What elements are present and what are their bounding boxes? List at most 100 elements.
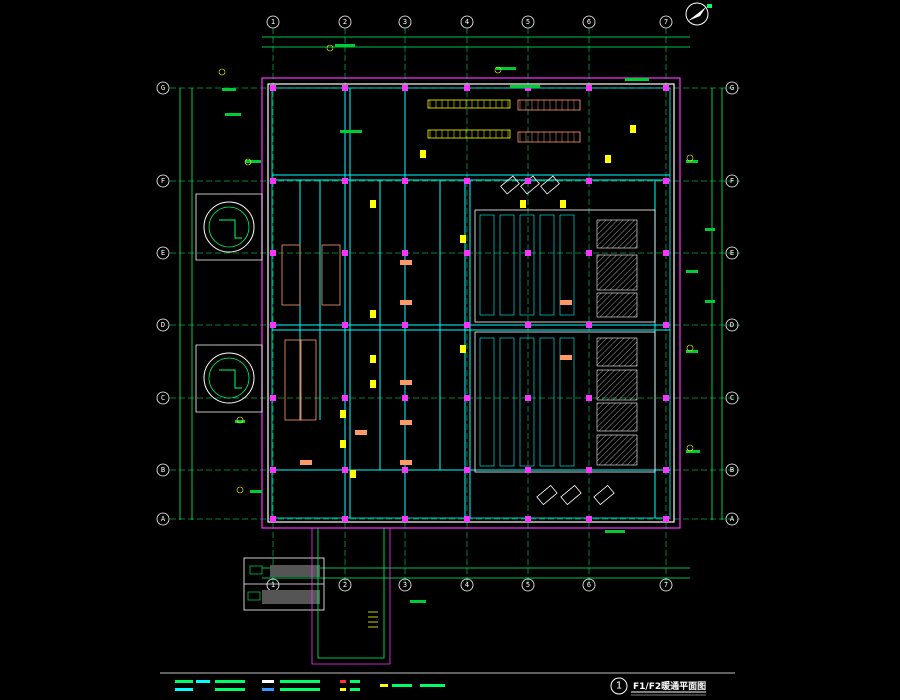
callout-bar <box>705 300 715 303</box>
equipment-tag <box>520 200 526 208</box>
column-bubble-bottom-circle <box>460 578 474 592</box>
row-bubble-left-circle <box>156 174 170 188</box>
column-bubble-top-circle <box>521 15 535 29</box>
air-handler-coil <box>559 214 575 316</box>
column-square <box>402 322 408 328</box>
column-square <box>270 395 276 401</box>
column-square <box>525 395 531 401</box>
column-square <box>402 516 408 522</box>
row-bubble-right-label: G <box>730 84 734 92</box>
column-square <box>586 178 592 184</box>
equipment-tag <box>605 155 611 163</box>
column-square <box>402 178 408 184</box>
equipment-tag <box>340 440 346 448</box>
column-square <box>402 250 408 256</box>
column-square <box>270 85 276 91</box>
air-handler-coil <box>499 337 515 467</box>
row-bubble-right-circle <box>725 81 739 95</box>
column-bubble-top-circle <box>659 15 673 29</box>
callout-bar <box>686 160 698 163</box>
row-bubble-right-circle <box>725 318 739 332</box>
column-bubble-bottom-circle <box>338 578 352 592</box>
column-square <box>663 178 669 184</box>
column-bubble-top-circle <box>460 15 474 29</box>
column-square <box>525 322 531 328</box>
callout-bar <box>705 228 715 231</box>
equipment-tag <box>630 125 636 133</box>
room-tag <box>560 355 572 360</box>
equipment-tags <box>300 125 636 478</box>
room-tag <box>400 420 412 425</box>
row-bubble-left-label: F <box>161 177 165 185</box>
equipment-tag <box>420 150 426 158</box>
callout-marker <box>686 444 694 452</box>
escalator-block <box>427 99 581 143</box>
column-bubble-bottom-label: 6 <box>587 581 591 589</box>
column-square <box>464 85 470 91</box>
hatched-equipment-panel <box>596 292 638 318</box>
column-square <box>586 250 592 256</box>
column-bubble-top-label: 3 <box>403 18 407 26</box>
row-bubble-left-label: E <box>161 249 165 257</box>
hatched-equipment-panel <box>596 219 638 249</box>
equipment-tag <box>370 310 376 318</box>
callout-text-blocks <box>218 44 715 603</box>
equipment-tag <box>370 200 376 208</box>
column-bubble-top-label: 7 <box>664 18 668 26</box>
column-square <box>464 250 470 256</box>
callout-bar <box>686 450 700 453</box>
air-handler-coil <box>479 337 495 467</box>
column-square <box>270 250 276 256</box>
column-bubble-bottom-label: 5 <box>526 581 530 589</box>
hatched-equipment-panel <box>596 254 638 291</box>
column-bubble-bottom-circle <box>398 578 412 592</box>
column-square <box>663 250 669 256</box>
column-square <box>663 395 669 401</box>
row-bubble-left-circle <box>156 512 170 526</box>
row-bubble-left-label: A <box>161 515 166 523</box>
row-bubble-left-label: C <box>161 394 165 402</box>
equipment-panels <box>474 209 656 473</box>
column-square <box>402 85 408 91</box>
row-bubble-left-circle <box>156 318 170 332</box>
drawing-title-text: F1/F2暖通平面图 <box>633 680 706 692</box>
callout-bar <box>225 113 241 116</box>
column-bubble-top-circle <box>398 15 412 29</box>
callout-bar <box>510 85 540 88</box>
column-square <box>663 516 669 522</box>
column-square <box>586 516 592 522</box>
equipment-tag <box>370 355 376 363</box>
column-square <box>525 467 531 473</box>
callout-bar <box>245 160 261 163</box>
row-bubble-right-label: C <box>730 394 734 402</box>
callout-marker <box>686 154 694 162</box>
callout-marker <box>244 158 252 166</box>
equipment-room-upper <box>474 209 656 323</box>
column-bubble-top-label: 4 <box>465 18 469 26</box>
row-bubble-right-circle <box>725 391 739 405</box>
column-square <box>270 322 276 328</box>
column-square <box>663 467 669 473</box>
drawing-title: 1 F1/F2暖通平面图 <box>610 677 706 696</box>
column-square <box>342 85 348 91</box>
column-square <box>342 178 348 184</box>
column-square <box>586 395 592 401</box>
callout-marker <box>686 344 694 352</box>
callout-bar <box>686 350 698 353</box>
equipment-room-lower <box>474 331 656 473</box>
callout-bar <box>625 78 649 81</box>
row-bubble-right-circle <box>725 174 739 188</box>
air-handler-coil <box>519 337 535 467</box>
callout-bar <box>410 600 426 603</box>
column-square <box>586 85 592 91</box>
column-square <box>270 178 276 184</box>
column-square <box>464 178 470 184</box>
row-bubble-left-circle <box>156 81 170 95</box>
column-square <box>402 395 408 401</box>
air-handler-coil <box>499 214 515 316</box>
room-tag <box>355 430 367 435</box>
callout-bar <box>605 530 625 533</box>
building-outline <box>261 77 681 529</box>
callout-bar <box>686 270 698 273</box>
